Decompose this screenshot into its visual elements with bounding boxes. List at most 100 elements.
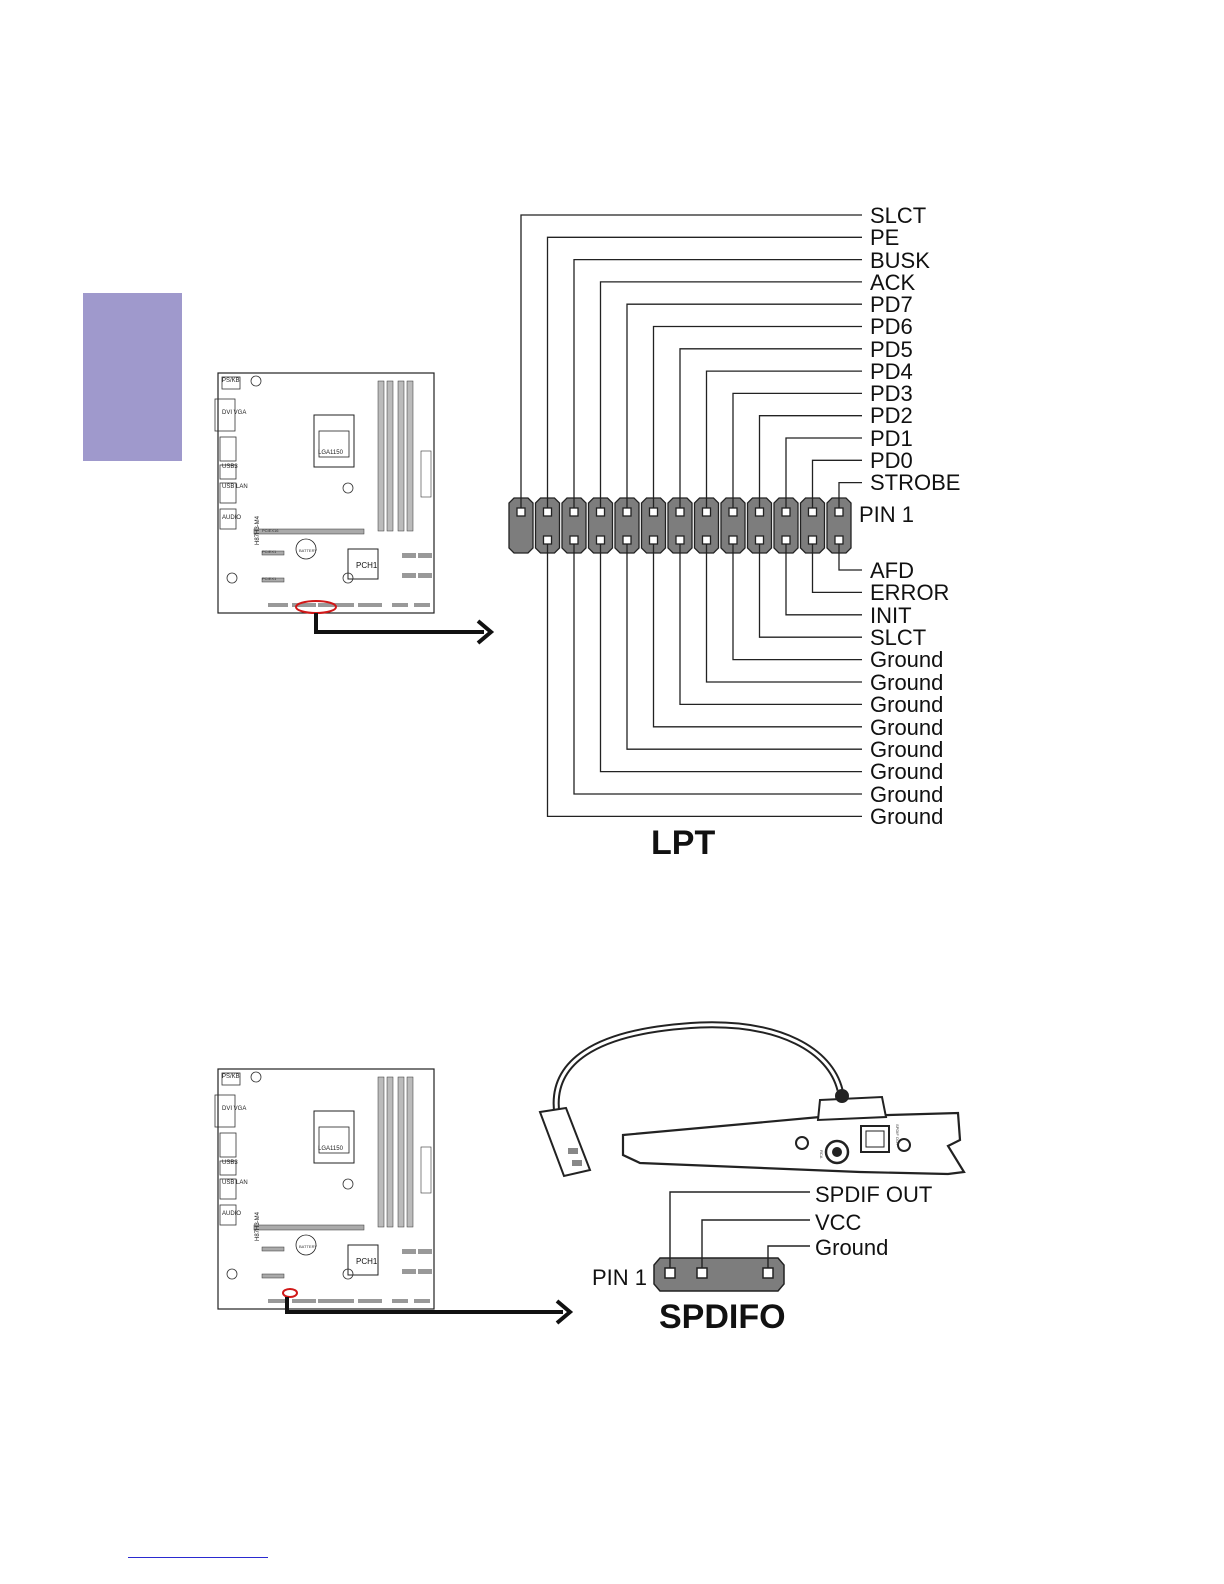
mb-battery-label: BATTERY <box>299 1244 317 1249</box>
lpt-leader-line <box>520 214 862 508</box>
lpt-pin-label: Ground <box>870 782 943 807</box>
spdifo-connector <box>653 1257 785 1292</box>
lpt-pin-label: Ground <box>870 692 943 717</box>
lpt-pin-label: PD7 <box>870 292 913 317</box>
lpt-leader-line <box>626 303 862 508</box>
spdifo-pin-label: Ground <box>815 1235 888 1260</box>
mb-port-label: DVI VGA <box>222 410 246 416</box>
lpt-connector-cell <box>561 497 587 554</box>
mb-port-label: AUDIO <box>222 515 241 521</box>
lpt-pin <box>648 535 659 545</box>
lpt-pin <box>754 535 765 545</box>
lpt-pin <box>542 535 553 545</box>
lpt-pin <box>807 507 818 517</box>
lpt-leader-line <box>546 236 862 508</box>
lpt-connector-cell <box>534 497 561 554</box>
lpt-pin-label: BUSK <box>870 248 930 273</box>
lpt-leader-line <box>679 544 862 706</box>
lpt-top-labels: SLCT PE BUSK ACK PD7 PD6 PD5 PD4 PD3 PD2… <box>870 203 960 495</box>
mb-port-label: PS/KB <box>222 1074 240 1080</box>
lpt-connector-cell <box>587 497 614 554</box>
spdifo-pin <box>696 1267 708 1279</box>
lpt-pin-label: ACK <box>870 270 916 295</box>
lpt-pin-label: PD4 <box>870 359 913 384</box>
lpt-leader-line <box>573 258 862 508</box>
lpt-pin <box>781 507 791 517</box>
lpt-leader-line <box>705 544 862 683</box>
lpt-leader-line <box>732 392 862 508</box>
lpt-leader-line <box>732 544 862 661</box>
lpt-pin-label: PD2 <box>870 403 913 428</box>
lpt-pin-label: Ground <box>870 804 943 829</box>
lpt-connector-cell <box>746 497 773 554</box>
lpt-leader-line <box>811 459 862 508</box>
lpt-pin <box>595 507 606 517</box>
lpt-pin-label: Ground <box>870 737 943 762</box>
spdifo-pointer-arrow <box>285 1297 563 1314</box>
lpt-pin <box>834 507 844 517</box>
lpt-connector <box>508 497 852 554</box>
lpt-pin-label: ERROR <box>870 580 949 605</box>
lpt-leader-line <box>626 544 862 750</box>
lpt-pin <box>648 507 659 517</box>
lpt-leader-line <box>838 481 862 508</box>
mb-port-label: USB3 <box>222 1160 238 1166</box>
lpt-connector-cell <box>720 497 746 554</box>
lpt-pin-label: AFD <box>870 558 914 583</box>
mb-model-label: H87H3-M4 <box>255 515 261 545</box>
lpt-pin <box>675 507 685 517</box>
lpt-leader-line <box>599 281 862 508</box>
spdif-bracket: RCA SPDIF OUT <box>538 1021 966 1178</box>
bracket-optical-label: SPDIF OUT <box>895 1124 900 1146</box>
mb-chipset-label: PCH1 <box>356 1257 378 1266</box>
spdifo-arrow-head <box>555 1299 574 1325</box>
lpt-pin-label: Ground <box>870 759 943 784</box>
lpt-connector-cell <box>773 497 799 554</box>
mb-port-label: USB3 <box>222 464 238 470</box>
spdifo-pin-label: SPDIF OUT <box>815 1182 932 1207</box>
lpt-pin <box>542 507 553 517</box>
lpt-pin <box>622 507 632 517</box>
lpt-pin-label: STROBE <box>870 470 960 495</box>
lpt-pin-label: Ground <box>870 670 943 695</box>
lpt-leader-line <box>785 437 862 508</box>
lpt-leader-line <box>811 544 862 594</box>
mb-port-label: DVI VGA <box>222 1106 246 1112</box>
lpt-connector-cell <box>614 497 640 554</box>
lpt-bottom-labels: AFD ERROR INIT SLCT Ground Ground Ground… <box>870 558 949 829</box>
lpt-leader-line <box>679 348 862 508</box>
lpt-leader-line <box>705 370 862 508</box>
lpt-pin <box>569 507 579 517</box>
mb-slot-label: PCIEX1 <box>262 576 277 581</box>
lpt-title: LPT <box>651 824 715 862</box>
lpt-leader-line <box>758 544 862 638</box>
lpt-pin-label: Ground <box>870 647 943 672</box>
lpt-leader-line <box>652 544 862 728</box>
lpt-connector-cell <box>799 497 826 554</box>
lpt-pin-label: PD0 <box>870 448 913 473</box>
lpt-pin <box>781 535 791 545</box>
lpt-pin-label: PE <box>870 225 899 250</box>
spdifo-pin1-label: PIN 1 <box>592 1265 647 1290</box>
lpt-arrow-head <box>476 619 495 645</box>
bracket-rca-label: RCA <box>819 1150 824 1159</box>
lpt-pin <box>728 507 738 517</box>
footer-rule <box>128 1557 268 1558</box>
motherboard-top: PS/KB DVI VGA USB3 USB LAN AUDIO LGA1150… <box>214 372 435 614</box>
mb-slot-label: PCIEX1 <box>262 549 277 554</box>
mb-socket-label: LGA1150 <box>318 450 344 456</box>
lpt-pin <box>728 535 738 545</box>
mb-chipset-label: PCH1 <box>356 561 378 570</box>
lpt-pin <box>754 507 765 517</box>
lpt-pin1-label: PIN 1 <box>859 502 914 527</box>
lpt-pin <box>701 535 712 545</box>
mb-port-label: AUDIO <box>222 1211 241 1217</box>
lpt-leader-line <box>573 544 862 795</box>
lpt-pin-lines <box>520 214 862 818</box>
lpt-connector-cell <box>508 497 534 554</box>
mb-port-label: USB LAN <box>222 484 248 490</box>
spdifo-pin <box>762 1267 774 1279</box>
chapter-side-tab <box>83 293 182 461</box>
mb-battery-label: BATTERY <box>299 548 317 553</box>
